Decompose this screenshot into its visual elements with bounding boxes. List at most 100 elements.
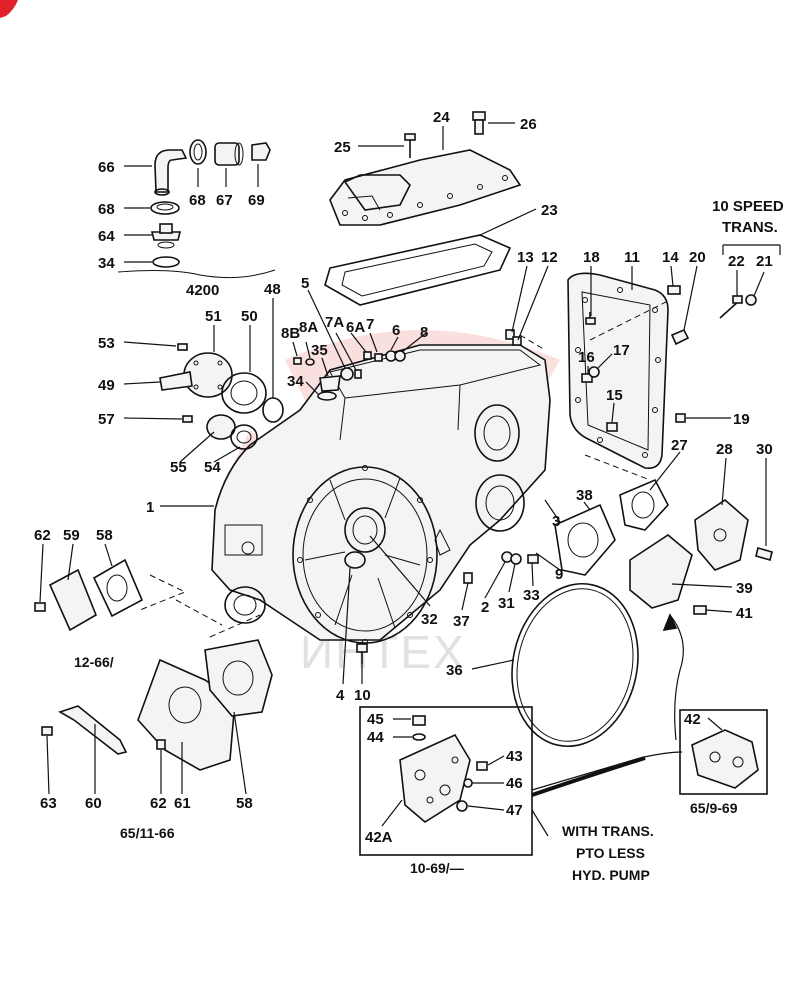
label-35: 35 [311, 342, 328, 359]
inset-box-10-69 [359, 706, 533, 856]
label-39: 39 [736, 580, 753, 597]
label-69: 69 [248, 192, 265, 209]
label-6: 6 [392, 322, 400, 339]
label-9: 9 [555, 566, 563, 583]
bolt-33-part [527, 554, 539, 564]
arrow-curve-42 [669, 614, 684, 741]
label-43: 43 [506, 748, 523, 765]
top-cover-part [329, 149, 522, 226]
plate-51-part [183, 352, 233, 398]
label-55: 55 [170, 459, 187, 476]
note-10-69: 10-69/— [410, 860, 464, 876]
note-hyd-pump: HYD. PUMP [572, 867, 650, 883]
washer-68-part [150, 201, 180, 215]
plug-35-part [319, 375, 341, 392]
label-48: 48 [264, 281, 281, 298]
strap-60-part [58, 705, 128, 755]
label-45: 45 [367, 711, 384, 728]
separator-line [117, 269, 276, 279]
note-12-66: 12-66/ [74, 654, 114, 670]
bolt-62b-part [156, 739, 166, 750]
label-18: 18 [583, 249, 600, 266]
label-4200: 4200 [186, 282, 219, 299]
label-22: 22 [728, 253, 745, 270]
label-15: 15 [606, 387, 623, 404]
label-14: 14 [662, 249, 679, 266]
cover-42A-part [399, 733, 471, 823]
cover-gasket-part [324, 234, 512, 306]
bolt-47-part [456, 800, 468, 812]
bolt-63-part [41, 726, 53, 736]
plate-28-part [694, 498, 749, 571]
label-8: 8 [420, 324, 428, 341]
bolt-43-part [476, 761, 488, 771]
label-62-bottom: 62 [150, 795, 167, 812]
gasket-38-part [554, 503, 616, 576]
bolt-20-part [670, 328, 690, 346]
coupling-part [214, 142, 244, 166]
callout-labels: 66 68 67 69 68 64 34 4200 25 24 26 23 10… [34, 109, 784, 883]
label-23: 23 [541, 202, 558, 219]
label-5: 5 [301, 275, 309, 292]
label-53: 53 [98, 335, 115, 352]
bolt-18-part [585, 312, 596, 325]
gasket-27-part [619, 478, 669, 531]
label-32: 32 [421, 611, 438, 628]
fitting-13-part [505, 329, 515, 340]
label-41: 41 [736, 605, 753, 622]
label-21: 21 [756, 253, 773, 270]
plate-59-part [48, 568, 98, 632]
seal-ring-36-part [511, 582, 639, 748]
plug-26-part [472, 111, 486, 135]
label-17: 17 [613, 342, 630, 359]
label-25: 25 [334, 139, 351, 156]
label-38: 38 [576, 487, 593, 504]
label-trans: TRANS. [722, 219, 778, 236]
note-65-11-66: 65/11-66 [120, 825, 175, 841]
ring-48-part [262, 397, 284, 423]
label-12: 12 [541, 249, 558, 266]
plate-39-part [629, 534, 693, 609]
bolt-30-part [755, 547, 773, 561]
fitting-7-part [374, 353, 383, 362]
label-57: 57 [98, 411, 115, 428]
bolt-19-part [675, 413, 686, 423]
plate-49-part [159, 371, 193, 391]
bolt-41-part [693, 605, 707, 615]
bolt-10-part [356, 643, 368, 664]
label-8B: 8B [281, 325, 300, 342]
arrow-head-42 [662, 612, 678, 632]
gasket-58a-part [92, 558, 144, 618]
label-66: 66 [98, 159, 115, 176]
label-13: 13 [517, 249, 534, 266]
label-30: 30 [756, 441, 773, 458]
label-4: 4 [336, 687, 345, 704]
nut-17-part [588, 366, 600, 378]
corner-logo [0, 0, 18, 18]
label-28: 28 [716, 441, 733, 458]
washer-46-part [463, 778, 473, 788]
side-cover-part [567, 272, 669, 470]
label-11: 11 [624, 249, 640, 266]
ring-34b-part [317, 391, 337, 401]
label-3: 3 [552, 513, 560, 530]
gasket-54-part [230, 424, 258, 450]
hose-elbow-part [154, 149, 188, 196]
label-51: 51 [205, 308, 222, 325]
fitting-6A-part [363, 351, 372, 360]
leader-lines [39, 122, 781, 837]
label-42A: 42A [365, 829, 393, 846]
label-44: 44 [367, 729, 384, 746]
label-16: 16 [578, 349, 595, 366]
fitting-7A-part [354, 369, 362, 379]
label-50: 50 [241, 308, 258, 325]
label-19: 19 [733, 411, 750, 428]
label-63: 63 [40, 795, 57, 812]
label-1: 1 [146, 499, 154, 516]
label-10: 10 [354, 687, 371, 704]
label-58-top: 58 [96, 527, 113, 544]
label-46: 46 [506, 775, 523, 792]
label-20: 20 [689, 249, 706, 266]
washer-44-part [412, 733, 426, 741]
